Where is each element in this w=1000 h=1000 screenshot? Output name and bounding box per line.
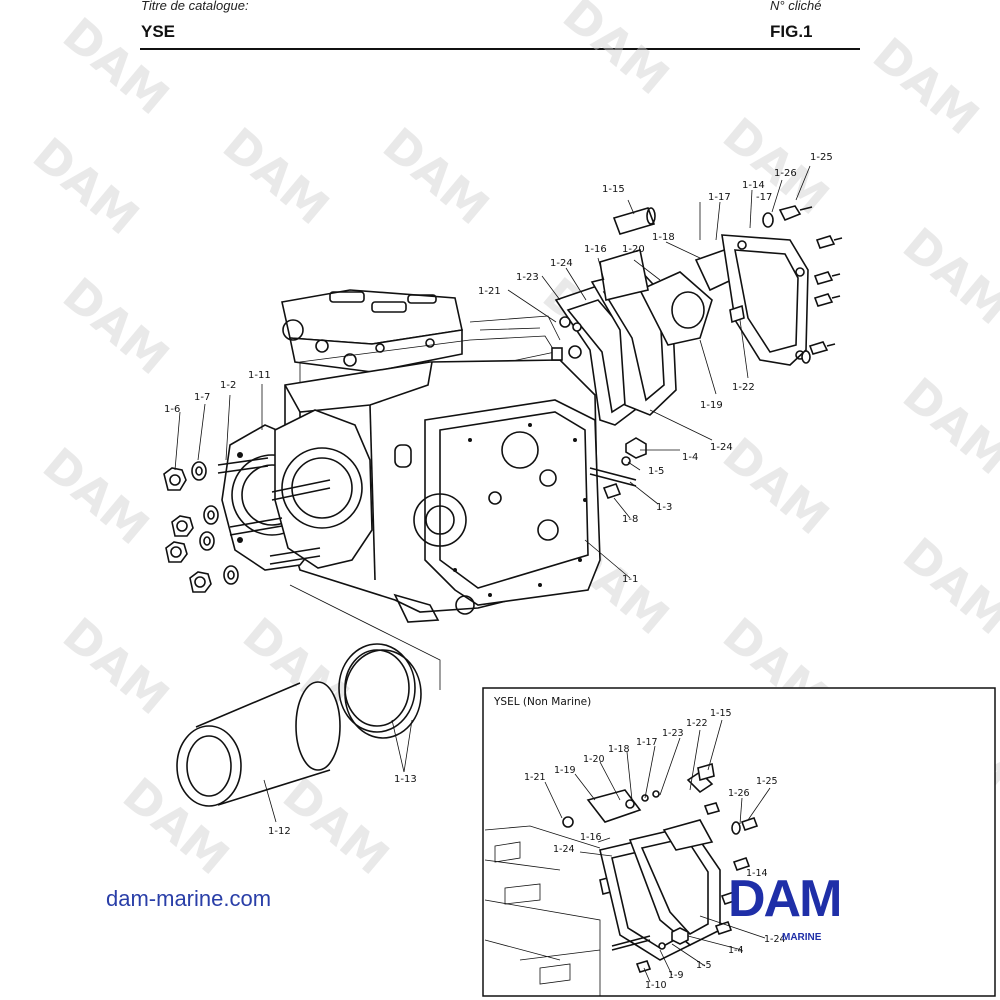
watermark: DAM [373, 117, 499, 235]
inset-label-1-19: 1-19 [554, 765, 576, 776]
side-cover-assembly [554, 207, 809, 426]
label-1-8: 1-8 [622, 514, 638, 525]
watermark: DAM [23, 127, 149, 245]
inset-label-1-26: 1-26 [728, 788, 750, 799]
cover-bolts [762, 205, 843, 364]
dam-marine-logo: DAM MARINE [728, 870, 842, 943]
label-17: -17 [756, 192, 772, 203]
inset-label-1-5: 1-5 [696, 960, 712, 971]
watermark: DAM [53, 7, 179, 125]
watermark: DAM [553, 0, 679, 105]
label-1-3: 1-3 [656, 502, 672, 513]
liner-o-rings [338, 643, 422, 739]
logo-subtext: MARINE [782, 932, 822, 943]
label-1-24-top: 1-24 [550, 258, 573, 269]
logo-text: DAM [728, 870, 840, 928]
inset-label-1-16: 1-16 [580, 832, 602, 843]
watermark: DAM [893, 217, 1000, 335]
cylinder-liner [176, 681, 341, 807]
watermark: DAM [863, 27, 989, 145]
label-1-22: 1-22 [732, 382, 755, 393]
label-1-15: 1-15 [602, 184, 625, 195]
website-link[interactable]: dam-marine.com [106, 886, 272, 911]
label-1-18: 1-18 [652, 232, 675, 243]
inset-title: YSEL (Non Marine) [493, 696, 591, 708]
watermark: DAM [273, 767, 399, 885]
inset-label-1-25: 1-25 [756, 776, 778, 787]
inset-label-1-20: 1-20 [583, 754, 605, 765]
small-nuts-left-cover [551, 316, 582, 361]
inset-label-1-21: 1-21 [524, 772, 546, 783]
inset-label-1-24-left: 1-24 [553, 844, 575, 855]
inset-ysel-non-marine: YSEL (Non Marine) [482, 687, 996, 997]
label-1-17: 1-17 [708, 192, 731, 203]
label-1-5: 1-5 [648, 466, 664, 477]
watermark: DAM [53, 267, 179, 385]
inset-label-1-9: 1-9 [668, 970, 684, 981]
label-1-19: 1-19 [700, 400, 723, 411]
watermark: DAM [233, 607, 359, 725]
label-1-4: 1-4 [682, 452, 698, 463]
drain-fittings [589, 437, 647, 499]
label-1-2: 1-2 [220, 380, 236, 391]
studs [217, 457, 331, 565]
label-1-13: 1-13 [394, 774, 417, 785]
label-1-24-bottom: 1-24 [710, 442, 733, 453]
watermark: DAM [713, 107, 839, 225]
inset-label-1-23: 1-23 [662, 728, 684, 739]
figure-number: FIG.1 [770, 22, 813, 41]
nuts-and-washers [163, 461, 239, 593]
label-1-11: 1-11 [248, 370, 271, 381]
cylinder-head [281, 289, 463, 373]
watermark: DAM [893, 527, 1000, 645]
leader-lines [174, 165, 811, 823]
label-1-20: 1-20 [622, 244, 645, 255]
inset-label-1-17: 1-17 [636, 737, 658, 748]
cliche-label: N° cliché [770, 0, 822, 13]
label-1-23: 1-23 [516, 272, 539, 283]
bolt-1-22 [729, 304, 745, 324]
label-1-14: 1-14 [742, 180, 765, 191]
inset-label-1-22: 1-22 [686, 718, 708, 729]
label-1-25: 1-25 [810, 152, 833, 163]
inset-label-1-4: 1-4 [728, 945, 744, 956]
watermark: DAM [53, 607, 179, 725]
inset-label-1-24-right: 1-24 [764, 934, 786, 945]
label-1-16: 1-16 [584, 244, 607, 255]
inset-label-1-18: 1-18 [608, 744, 630, 755]
watermark: DAM [213, 117, 339, 235]
inset-label-1-10: 1-10 [645, 980, 667, 991]
label-1-6: 1-6 [164, 404, 180, 415]
header-rule [140, 48, 860, 50]
label-1-21: 1-21 [478, 286, 501, 297]
label-1-26: 1-26 [774, 168, 797, 179]
inset-label-1-15: 1-15 [710, 708, 732, 719]
label-1-12: 1-12 [268, 826, 291, 837]
inset-label-1-14: 1-14 [746, 868, 768, 879]
label-1-7: 1-7 [194, 392, 210, 403]
catalog-title-label: Titre de catalogue: [141, 0, 249, 13]
watermark: DAM [893, 367, 1000, 485]
catalog-title-value: YSE [141, 22, 176, 41]
engine-block [284, 359, 601, 623]
label-1-1: 1-1 [622, 574, 638, 585]
watermark: DAM [33, 437, 159, 555]
